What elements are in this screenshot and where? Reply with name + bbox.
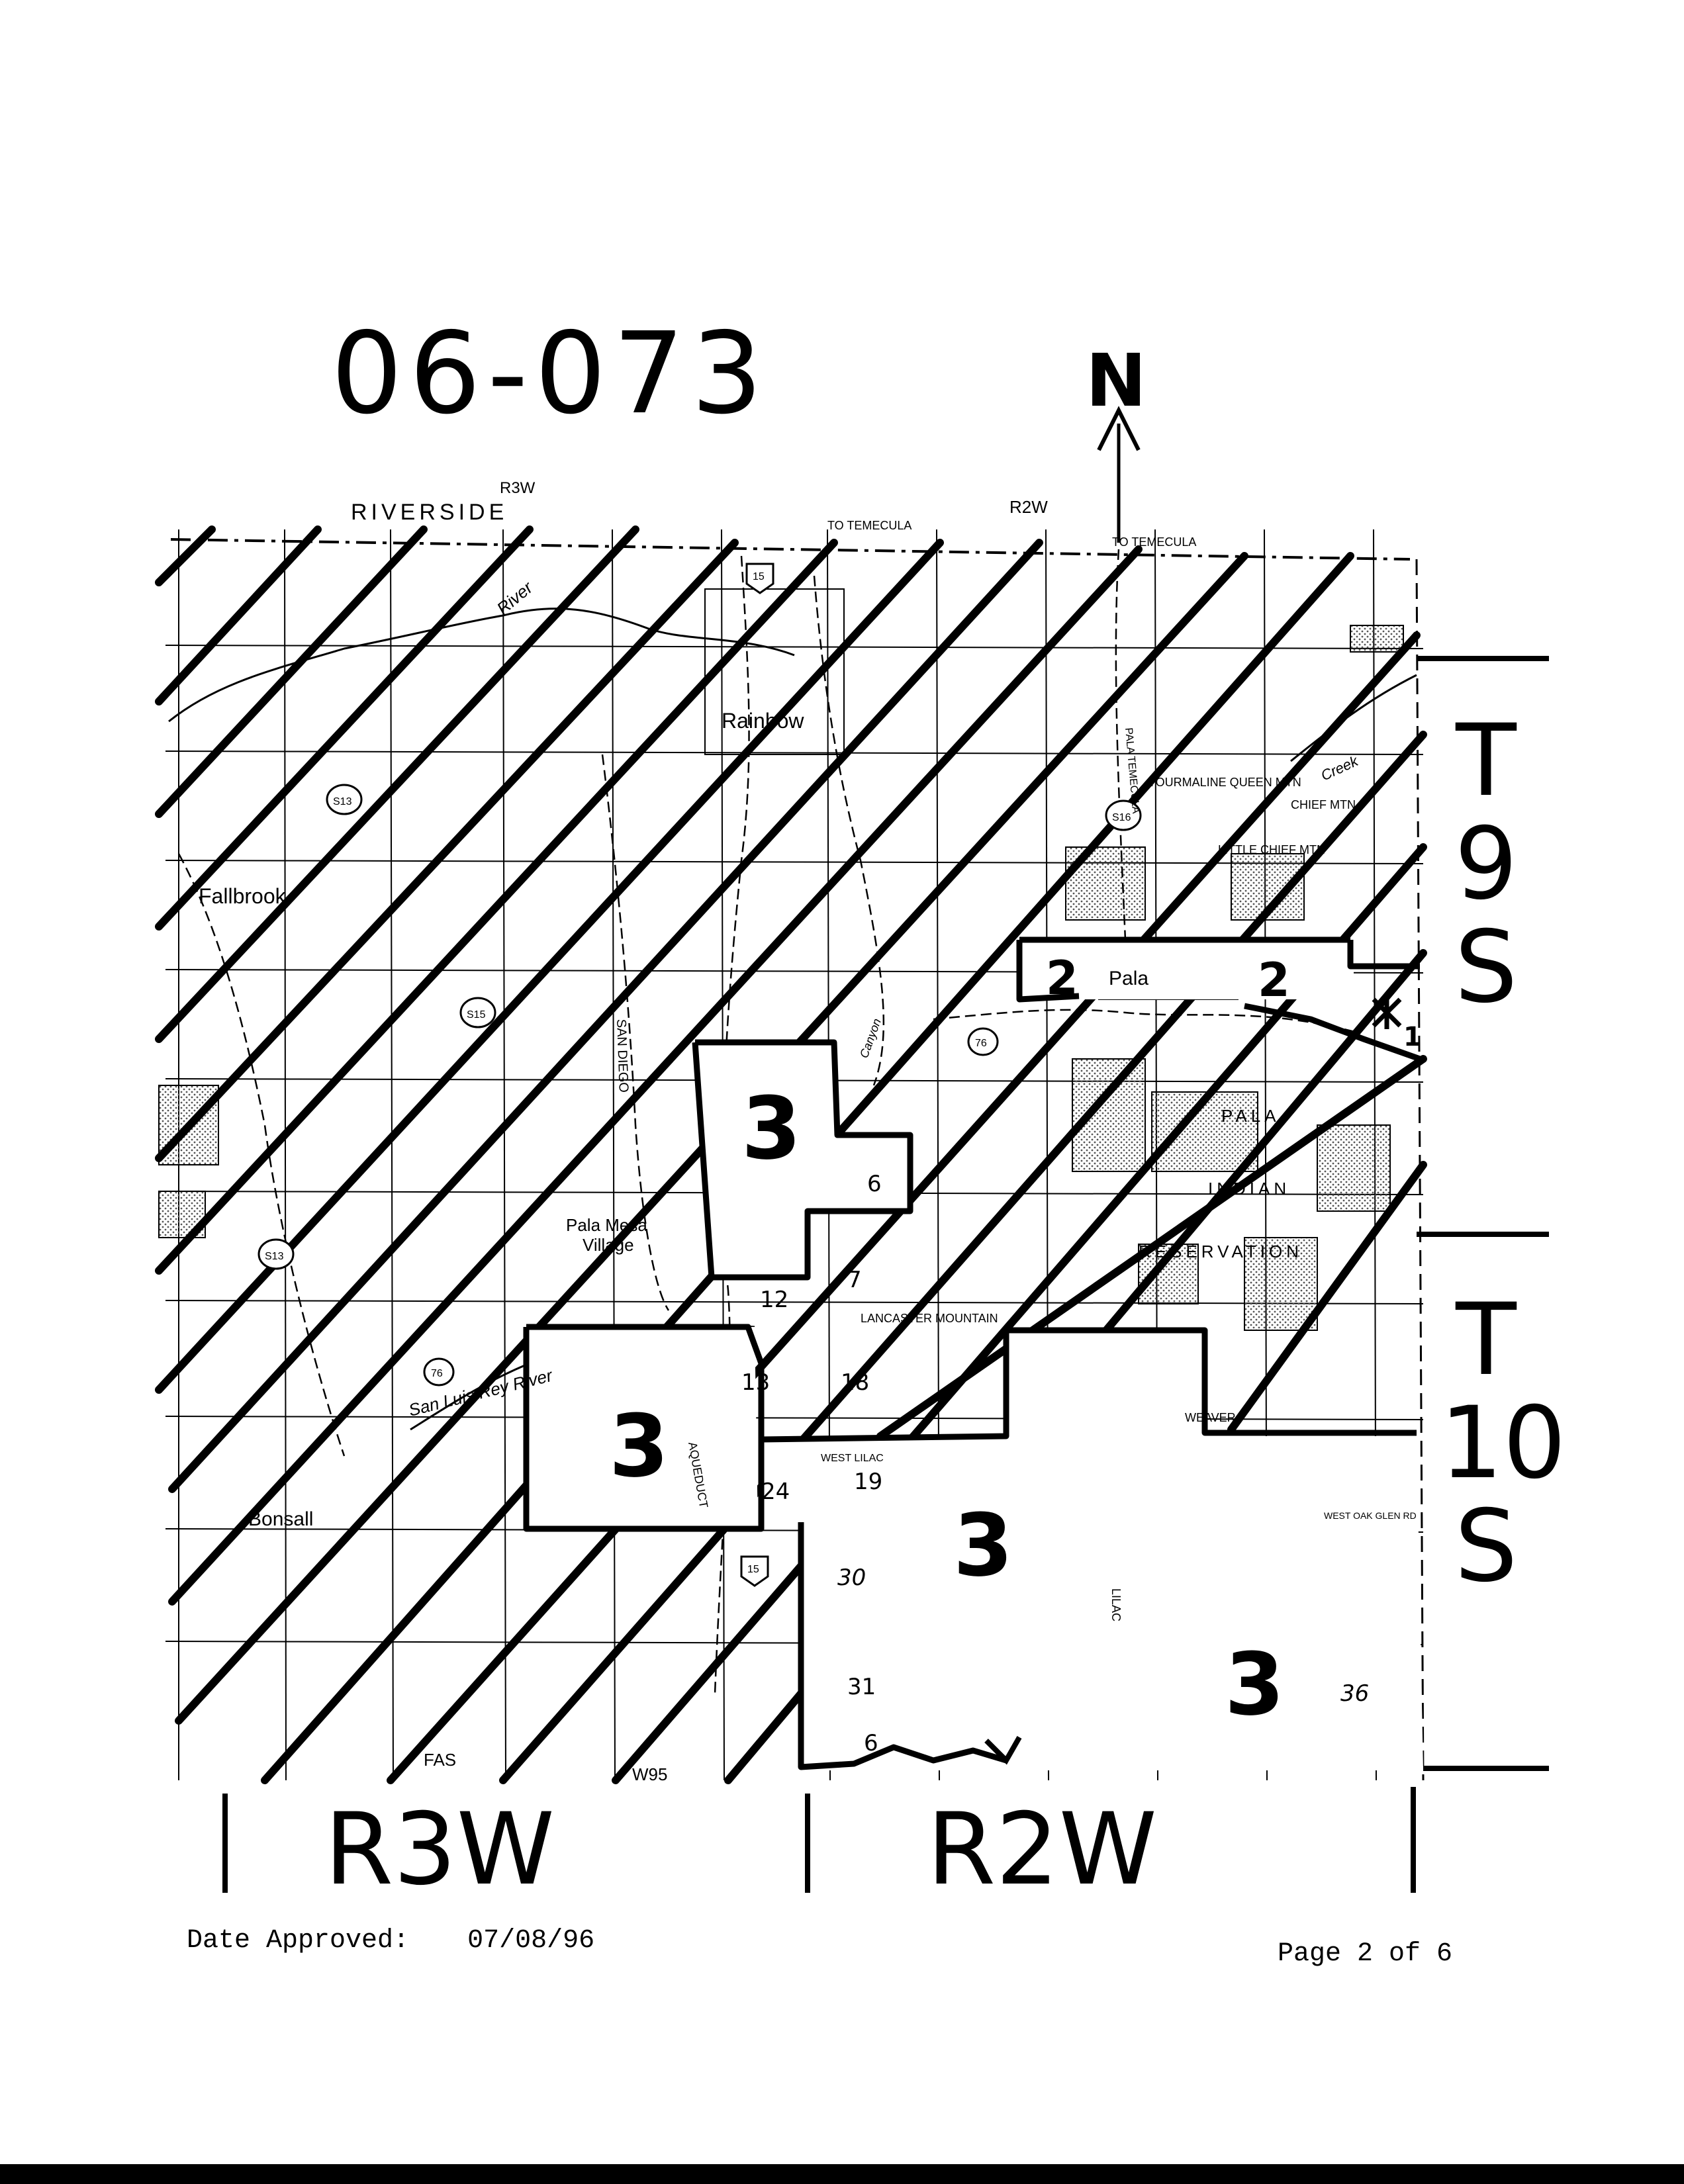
zone-2-west: 2 (1046, 951, 1078, 1005)
township-t9s-number: 9 (1454, 807, 1518, 922)
section-6-south: 6 (864, 1730, 878, 1756)
label-chief-mtn: CHIEF MTN (1291, 798, 1356, 811)
zone-numbers: 2 2 3 3 3 3 1 (609, 951, 1422, 1735)
section-19: 19 (854, 1469, 882, 1495)
section-numbers: 6 7 12 13 18 19 24 30 31 36 6 (741, 1171, 1369, 1756)
section-13: 13 (741, 1369, 770, 1396)
label-i15-a: 15 (753, 571, 765, 582)
label-r76-b: 76 (431, 1368, 443, 1379)
highway-shields (257, 563, 1142, 1587)
zone-3-north: 3 (741, 1078, 801, 1179)
label-oak-glen: WEST OAK GLEN RD (1324, 1510, 1417, 1521)
label-bonsall: Bonsall (248, 1508, 313, 1530)
label-reservation: RESERVATION (1139, 1242, 1303, 1261)
label-tourmaline: TOURMALINE QUEEN MTN (1148, 776, 1301, 789)
date-approved: Date Approved: 07/08/96 (187, 1926, 594, 1956)
map-labels: RIVERSIDE R3W R2W TO TEMECULA TO TEMECUL… (199, 479, 1417, 1784)
section-30: 30 (837, 1565, 866, 1591)
section-12: 12 (760, 1287, 788, 1313)
zone-2-east: 2 (1258, 953, 1290, 1007)
township-ticks (222, 656, 1549, 1893)
document-id: 06-073 (331, 308, 770, 439)
label-to-temecula-2: TO TEMECULA (1112, 535, 1196, 549)
zone-3-west: 3 (609, 1396, 669, 1496)
hatch-lines (155, 525, 1427, 1784)
north-arrow-icon (1097, 406, 1141, 543)
label-little-chief: LITTLE CHIEF MTN (1218, 843, 1325, 856)
label-r3w-small: R3W (500, 479, 536, 497)
label-i15-b: 15 (747, 1564, 759, 1575)
section-31: 31 (847, 1674, 876, 1700)
zone-boundaries (523, 936, 1421, 1770)
label-canyon: Canyon (857, 1017, 884, 1060)
scan-border (0, 2164, 1684, 2184)
north-label: N (1086, 338, 1147, 423)
label-s15: S15 (467, 1009, 486, 1021)
label-indian: INDIAN (1208, 1179, 1290, 1199)
label-pala-res: PALA (1221, 1106, 1280, 1126)
section-6: 6 (867, 1171, 882, 1197)
section-7: 7 (847, 1267, 862, 1293)
label-s13-b: S13 (265, 1251, 284, 1262)
label-west-lilac: WEST LILAC (821, 1453, 884, 1464)
label-pala-mesa-2: Village (583, 1235, 634, 1255)
label-to-temecula-1: TO TEMECULA (827, 519, 912, 532)
page-number: Page 2 of 6 (1278, 1939, 1453, 1969)
range-r3w: R3W (324, 1792, 555, 1907)
township-t9s-letter: T (1456, 704, 1517, 819)
label-fas: FAS (424, 1750, 456, 1770)
label-r2w-small: R2W (1009, 497, 1048, 517)
township-t9s-dir: S (1454, 910, 1518, 1025)
label-riverside: RIVERSIDE (351, 500, 508, 525)
section-36: 36 (1340, 1680, 1369, 1707)
label-pala-mesa-1: Pala Mesa (566, 1215, 647, 1235)
section-24: 24 (761, 1479, 790, 1505)
label-lilac: LILAC (1109, 1588, 1123, 1621)
star-marker-icon (1372, 996, 1402, 1029)
township-t10s-dir: S (1454, 1489, 1518, 1604)
label-rainbow: Rainbow (722, 709, 804, 733)
zone-3-east: 3 (1225, 1634, 1284, 1735)
label-pala: Pala (1109, 968, 1148, 989)
label-san-diego: SAN DIEGO (614, 1019, 631, 1093)
date-approved-value: 07/08/96 (467, 1926, 595, 1956)
label-s16: S16 (1112, 812, 1131, 823)
label-s13-a: S13 (333, 796, 352, 807)
section-18: 18 (841, 1369, 869, 1396)
range-r2w: R2W (927, 1792, 1157, 1907)
township-t9s: T 9 S (1440, 711, 1532, 1017)
route-arrow-icon (984, 1736, 1022, 1765)
zone-1: 1 (1403, 1022, 1422, 1052)
label-r76-a: 76 (975, 1038, 987, 1049)
township-t10s-letter: T (1456, 1283, 1517, 1398)
township-t10s: T 10 S (1440, 1283, 1566, 1604)
label-weaver: WEAVER (1185, 1411, 1236, 1424)
label-w95: W95 (632, 1764, 667, 1784)
date-approved-label: Date Approved: (187, 1926, 410, 1956)
label-creek: Creek (1319, 752, 1362, 784)
zone-masks (526, 940, 1423, 1770)
zone-3-center: 3 (953, 1495, 1013, 1596)
label-lancaster-mtn: LANCASTER MOUNTAIN (861, 1312, 998, 1325)
township-t10s-number: 10 (1440, 1386, 1566, 1501)
label-fallbrook: Fallbrook (199, 884, 287, 908)
